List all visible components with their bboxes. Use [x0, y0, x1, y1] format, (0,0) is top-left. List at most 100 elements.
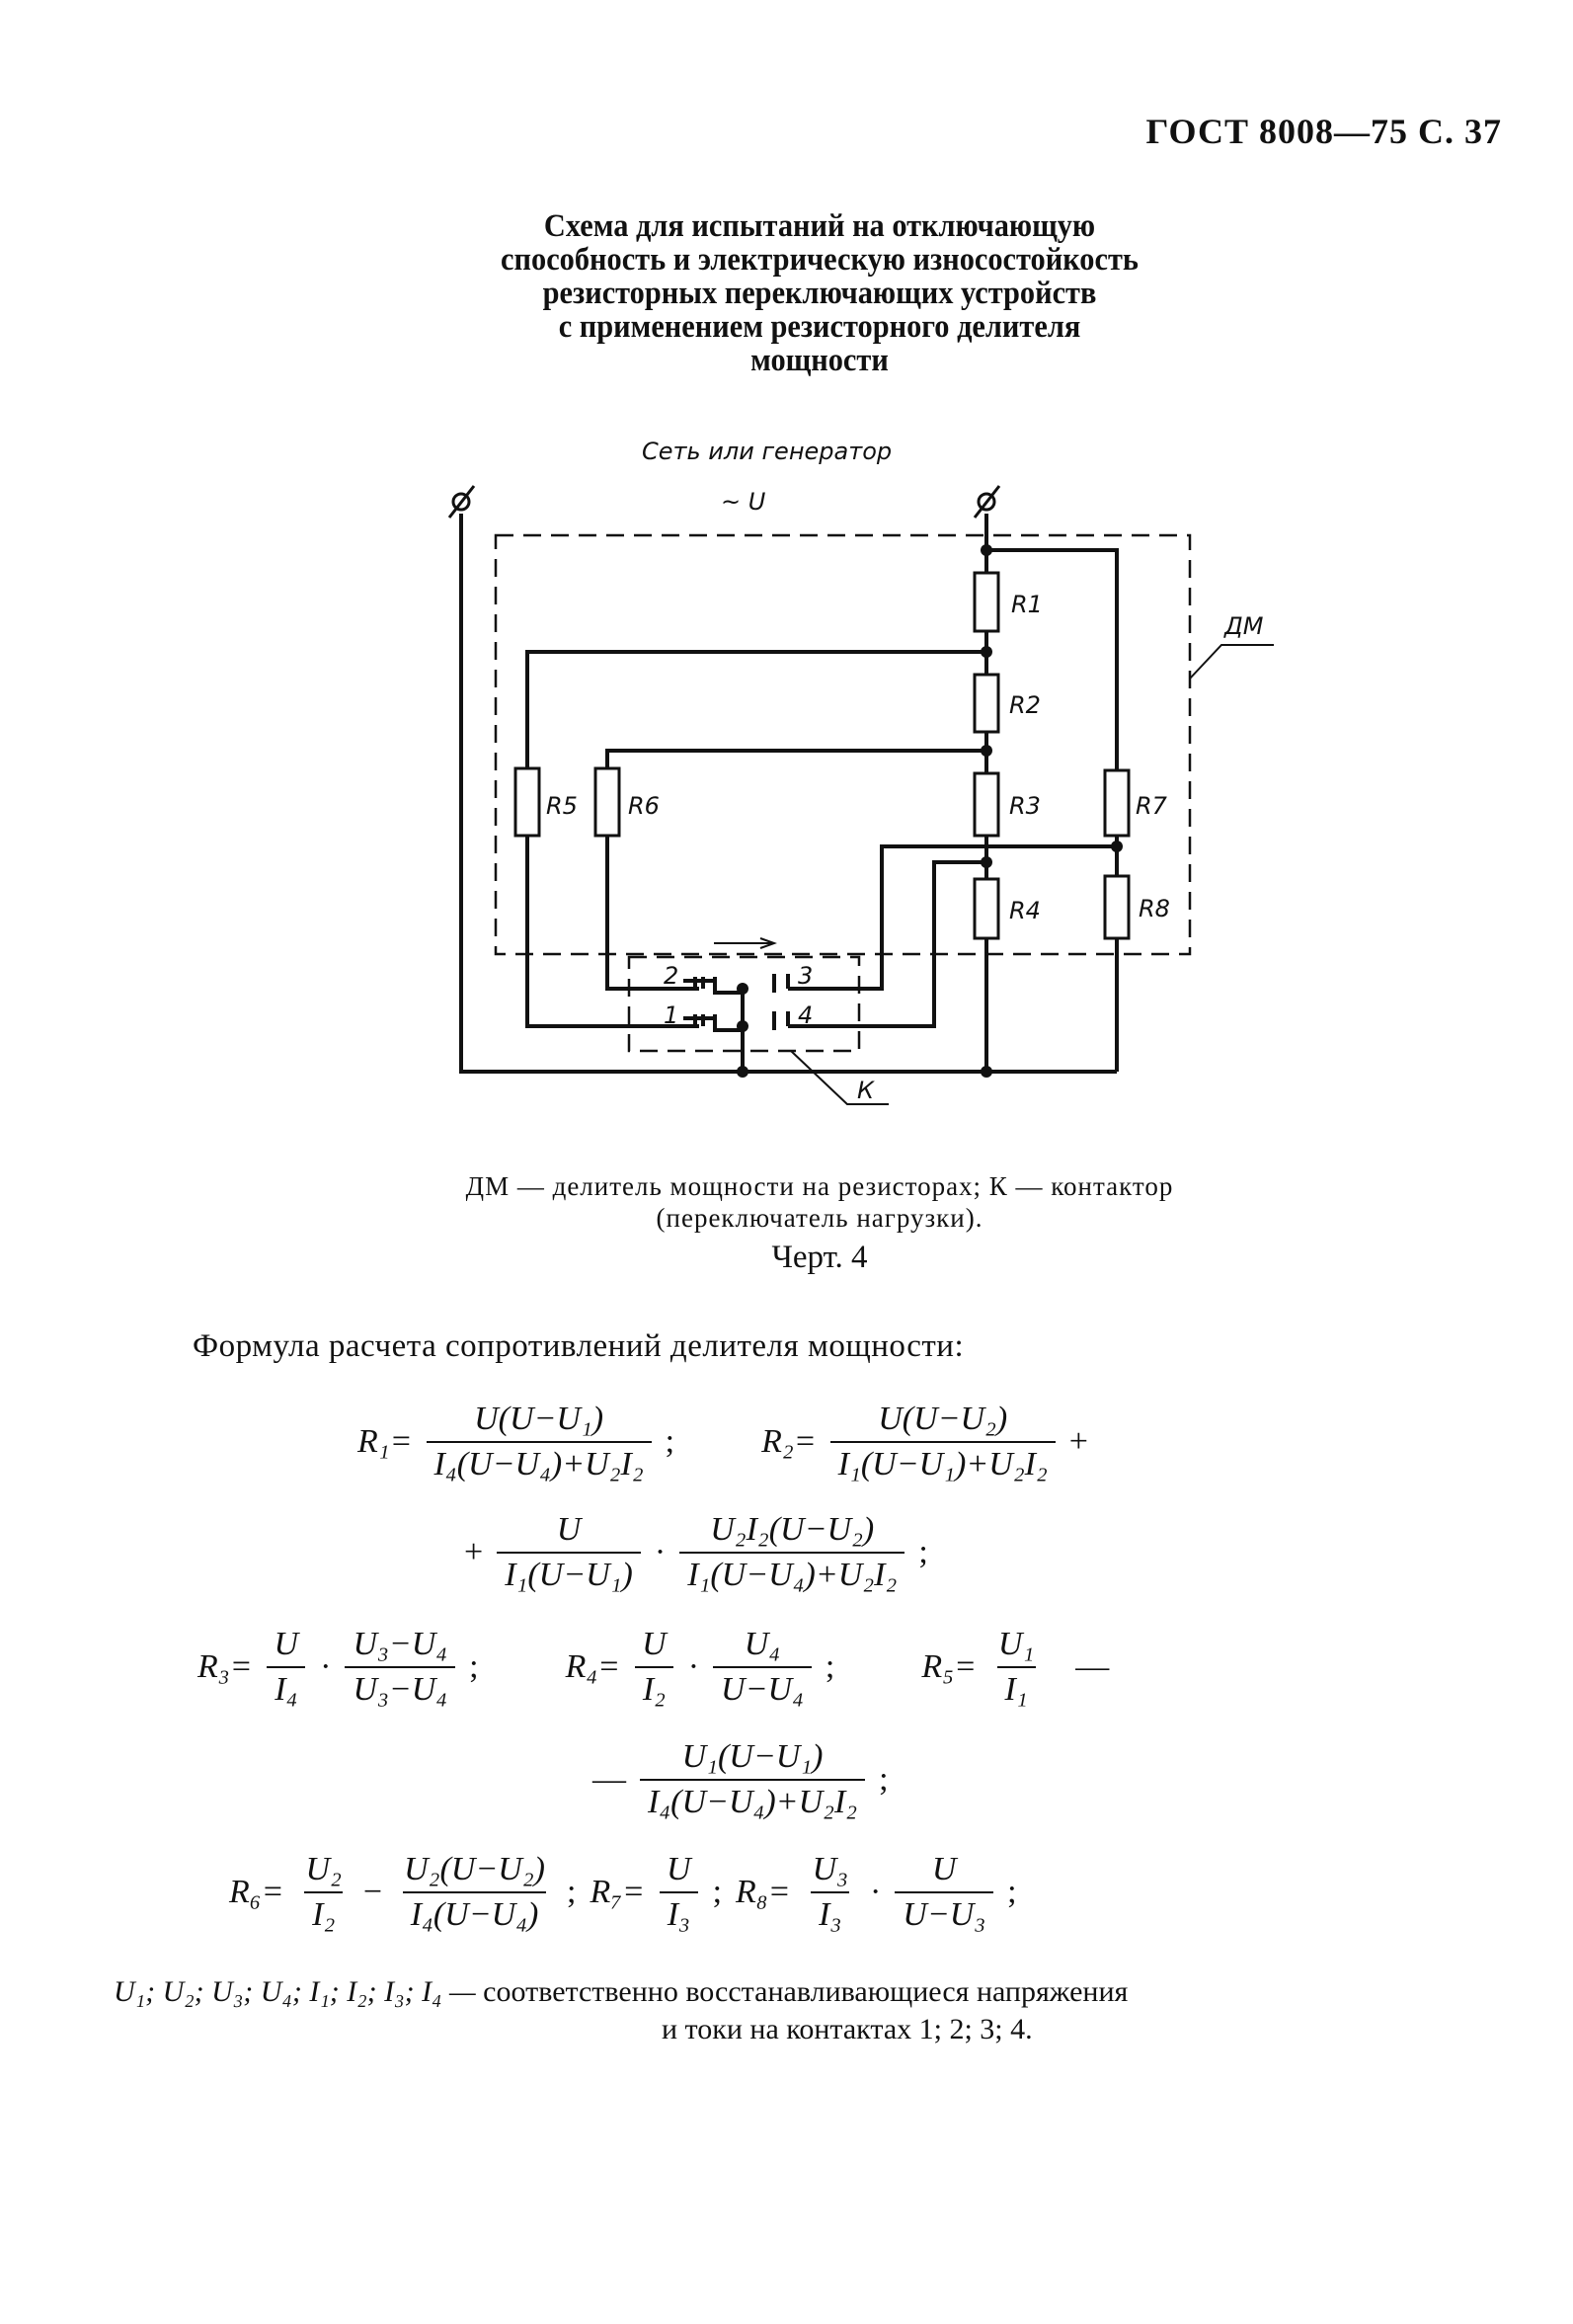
wires — [459, 514, 1119, 1074]
title-line: с применением резисторного делителя — [558, 309, 1081, 345]
separator: ; — [665, 1423, 675, 1460]
operator: − — [362, 1874, 383, 1910]
numerator: U — [667, 1851, 691, 1887]
separator: ; — [469, 1648, 479, 1685]
formula-r3-lhs: R₃= — [197, 1648, 253, 1685]
fraction: U₄ U−U₄ — [713, 1626, 812, 1709]
formula-intro: Формула расчета сопротивлений делителя м… — [193, 1328, 965, 1364]
operator: + — [464, 1534, 484, 1570]
title-line: резисторных переключающих устройств — [542, 276, 1097, 311]
formula-r8-lhs: R₈= — [736, 1874, 791, 1910]
figure-title: Схема для испытаний на отключающую спосо… — [326, 209, 1313, 377]
resistor-r4 — [973, 877, 1000, 940]
numerator: U₁ — [997, 1626, 1035, 1662]
formula-row-r5-cont: — U₁(U−U₁)I₄(U−U₄)+U₂I₂ ; — [592, 1738, 889, 1821]
numerator: U — [931, 1851, 957, 1887]
contact-2-label: 2 — [664, 962, 678, 990]
operator: · — [687, 1648, 700, 1685]
denominator: I₄(U−U₄)+U₂I₂ — [426, 1441, 652, 1483]
title-line: мощности — [750, 343, 889, 378]
formula-r7-lhs: R₇= — [590, 1874, 645, 1910]
denominator: I₄(U−U₄) — [402, 1891, 547, 1934]
label-r8: R8 — [1139, 895, 1170, 922]
dm-label: ДМ — [1223, 612, 1264, 640]
contact-4-label: 4 — [798, 1002, 813, 1029]
resistor-r5 — [513, 766, 541, 838]
formula-r5-lhs: R₅= — [921, 1648, 977, 1685]
resistor-r3 — [973, 771, 1000, 838]
label-r6: R6 — [628, 792, 660, 820]
denominator: I₃ — [811, 1891, 850, 1934]
separator: ; — [567, 1874, 577, 1910]
fraction: U I₄ — [267, 1626, 307, 1709]
numerator: U — [274, 1626, 299, 1662]
fraction: U₁ I₁ — [990, 1626, 1042, 1709]
separator: ; — [712, 1874, 723, 1910]
operator: · — [654, 1534, 667, 1570]
denominator: I₁(U−U₄)+U₂I₂ — [679, 1552, 905, 1594]
separator: ; — [825, 1648, 835, 1685]
denominator: I₂ — [634, 1666, 673, 1709]
resistors — [513, 571, 1131, 940]
label-r7: R7 — [1136, 792, 1168, 820]
k-label: К — [857, 1077, 875, 1104]
fraction: U₂I₂(U−U₂) I₁(U−U₄)+U₂I₂ — [679, 1511, 905, 1594]
fraction: U₃ I₃ — [805, 1851, 856, 1934]
numerator: U₁(U−U₁) — [681, 1738, 824, 1775]
formula-r4-lhs: R₄= — [565, 1648, 621, 1685]
formula-r6-lhs: R₆= — [229, 1874, 284, 1910]
numerator: U₂ — [305, 1851, 342, 1887]
denominator: I₁(U−U₁) — [497, 1552, 641, 1594]
junctions — [737, 544, 1123, 1078]
page-header: ГОСТ 8008—75 С. 37 — [1145, 112, 1502, 151]
numerator: U₂I₂(U−U₂) — [710, 1511, 875, 1548]
fraction: U U−U₃ — [895, 1851, 994, 1934]
numerator: U — [556, 1511, 582, 1548]
resistor-r8 — [1103, 874, 1131, 940]
formula-r2-lhs: R₂= — [761, 1423, 817, 1460]
separator: ; — [1007, 1874, 1017, 1910]
resistor-r1 — [973, 571, 1000, 633]
label-r3: R3 — [1009, 792, 1041, 820]
denominator: U−U₃ — [895, 1891, 994, 1934]
label-r4: R4 — [1009, 897, 1041, 924]
denominator: I₁ — [996, 1666, 1036, 1709]
operator: · — [320, 1648, 332, 1685]
numerator: U₄ — [744, 1626, 781, 1662]
denominator: I₄(U−U₄)+U₂I₂ — [640, 1779, 866, 1821]
separator: ; — [918, 1534, 928, 1570]
contactor-box — [627, 955, 861, 1053]
figure-number: Черт. 4 — [771, 1240, 868, 1275]
numerator: U(U−U₂) — [878, 1401, 1008, 1437]
terminals — [447, 485, 1001, 519]
numerator: U₂(U−U₂) — [404, 1851, 545, 1887]
label-r1: R1 — [1011, 591, 1043, 618]
fraction: U I₃ — [659, 1851, 699, 1934]
operator: + — [1068, 1423, 1088, 1460]
formula-r1-fraction: U(U−U₁)I₄(U−U₄)+U₂I₂ — [426, 1401, 652, 1483]
denominator: I₄ — [267, 1666, 306, 1709]
formula-row-r1-r2: R₁= U(U−U₁)I₄(U−U₄)+U₂I₂ ; R₂= U(U−U₂)I₁… — [357, 1401, 1088, 1483]
title-line: способность и электрическую износостойко… — [501, 242, 1139, 278]
numerator: U₃ — [812, 1851, 848, 1887]
contact-3-label: 3 — [798, 962, 813, 990]
fraction: U₂(U−U₂) I₄(U−U₄) — [396, 1851, 553, 1934]
denominator: I₃ — [659, 1891, 698, 1934]
leaders — [714, 644, 1274, 1105]
title-line: Схема для испытаний на отключающую — [543, 208, 1096, 244]
voltage-label: ~ U — [721, 488, 766, 516]
denominator: U₃−U₄ — [345, 1666, 456, 1709]
operator: · — [869, 1874, 882, 1910]
fraction: U I₁(U−U₁) — [497, 1511, 641, 1594]
source-label: Сеть или генератор — [642, 438, 892, 465]
denominator: U−U₄ — [713, 1666, 812, 1709]
resistor-r6 — [593, 766, 621, 838]
legend-text-line1: соответственно восстанавливающиеся напря… — [483, 1975, 1129, 2008]
denominator: I₁(U−U₁)+U₂I₂ — [829, 1441, 1056, 1483]
contact-1-label: 1 — [664, 1002, 678, 1029]
